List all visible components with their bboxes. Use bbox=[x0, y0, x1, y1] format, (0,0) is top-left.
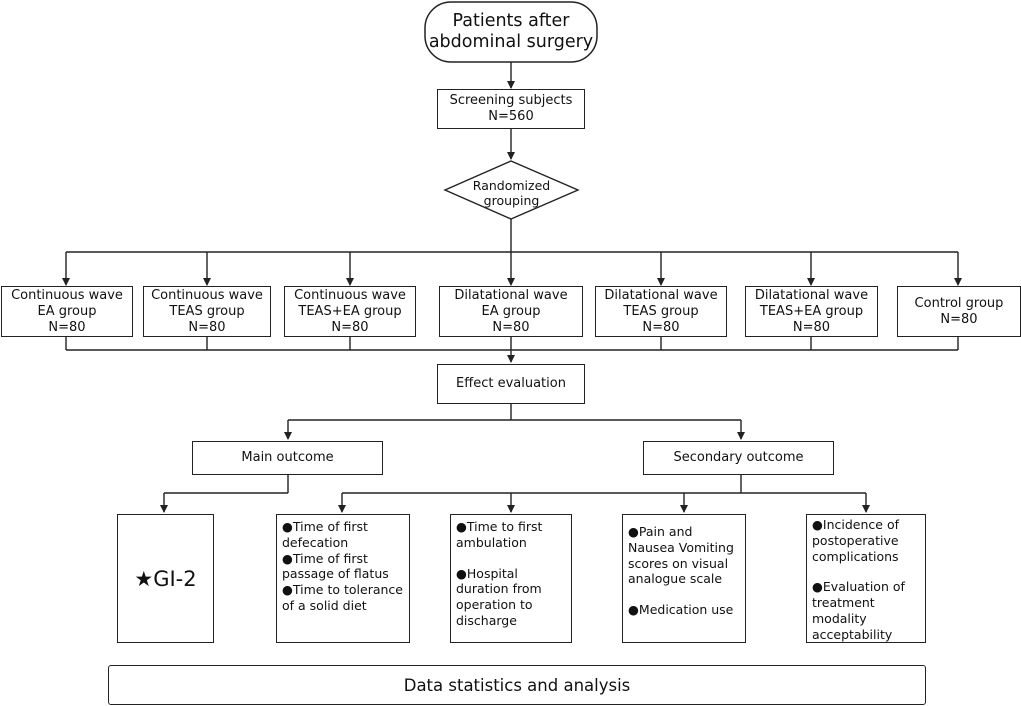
group-box-dilatational-teas-ea: Dilatational wave TEAS+EA group N=80 bbox=[745, 286, 878, 337]
group-box-continuous-teas-ea: Continuous wave TEAS+EA group N=80 bbox=[284, 286, 416, 337]
group-line1: Dilatational wave bbox=[454, 287, 568, 303]
defecation-line: defecation bbox=[282, 534, 349, 550]
gi2-label: ★GI-2 bbox=[134, 566, 197, 591]
group-line3: N=80 bbox=[492, 319, 530, 335]
pain-line: analogue scale bbox=[628, 571, 723, 587]
group-line1: Continuous wave bbox=[294, 287, 406, 303]
group-box-continuous-teas: Continuous wave TEAS group N=80 bbox=[143, 286, 271, 337]
secondary-outcome-box: Secondary outcome bbox=[643, 441, 834, 475]
randomized-line2: grouping bbox=[483, 193, 540, 208]
pain-line: ●Medication use bbox=[628, 602, 734, 618]
pain-line: scores on visual bbox=[628, 555, 729, 571]
group-box-dilatational-teas: Dilatational wave TEAS group N=80 bbox=[595, 286, 727, 337]
complications-line: ●Evaluation of bbox=[812, 579, 905, 595]
group-box-continuous-ea: Continuous wave EA group N=80 bbox=[1, 286, 133, 337]
randomized-diamond-shape bbox=[443, 160, 580, 220]
group-line1: Continuous wave bbox=[151, 287, 263, 303]
defecation-box: ●Time of first defecation ●Time of first… bbox=[276, 514, 410, 643]
data-analysis-box: Data statistics and analysis bbox=[108, 665, 926, 705]
complications-box: ●Incidence of postoperative complication… bbox=[806, 514, 926, 643]
group-line1: Control group bbox=[914, 295, 1004, 311]
pain-line: Nausea Vomiting bbox=[628, 539, 734, 555]
group-line1: Dilatational wave bbox=[604, 287, 718, 303]
group-line3: N=80 bbox=[331, 319, 369, 335]
ambulation-line: operation to bbox=[456, 597, 533, 613]
defecation-line: ●Time of first bbox=[282, 550, 368, 566]
defecation-line: ●Time of first bbox=[282, 519, 368, 534]
defecation-line: ●Time to tolerance bbox=[282, 582, 403, 598]
randomized-node: Randomized grouping bbox=[445, 177, 578, 209]
group-box-control: Control group N=80 bbox=[897, 286, 1021, 337]
defecation-line: passage of flatus bbox=[282, 566, 389, 582]
pain-box: ●Pain and Nausea Vomiting scores on visu… bbox=[622, 514, 746, 643]
group-line2: TEAS group bbox=[169, 303, 245, 319]
group-line3: N=80 bbox=[188, 319, 226, 335]
complications-line: acceptability bbox=[812, 626, 893, 642]
screening-box: Screening subjects N=560 bbox=[437, 89, 585, 129]
group-line2: TEAS+EA group bbox=[298, 303, 402, 319]
screening-line1: Screening subjects bbox=[449, 93, 573, 108]
ambulation-line: duration from bbox=[456, 581, 542, 597]
group-line2: N=80 bbox=[940, 311, 978, 327]
ambulation-line: ambulation bbox=[456, 534, 527, 550]
group-line1: Dilatational wave bbox=[754, 287, 869, 303]
randomized-line1: Randomized bbox=[472, 178, 551, 193]
group-line3: N=80 bbox=[48, 319, 86, 335]
group-line3: N=80 bbox=[792, 319, 831, 335]
start-terminal-shape bbox=[424, 1, 598, 63]
ambulation-line: ●Hospital bbox=[456, 565, 518, 581]
group-line2: TEAS+EA group bbox=[759, 303, 864, 319]
complications-line: postoperative bbox=[812, 532, 899, 548]
data-analysis-label: Data statistics and analysis bbox=[403, 675, 631, 695]
group-line1: Continuous wave bbox=[11, 287, 123, 303]
ambulation-line: discharge bbox=[456, 612, 517, 628]
group-line2: EA group bbox=[481, 303, 541, 319]
start-node: Patients after abdominal surgery bbox=[425, 2, 597, 62]
effect-evaluation-box: Effect evaluation bbox=[437, 364, 585, 404]
secondary-outcome-label: Secondary outcome bbox=[673, 450, 804, 465]
group-box-dilatational-ea: Dilatational wave EA group N=80 bbox=[439, 286, 583, 337]
group-line3: N=80 bbox=[642, 319, 680, 335]
main-outcome-label: Main outcome bbox=[241, 450, 334, 465]
complications-line: ●Incidence of bbox=[812, 517, 899, 532]
complications-line: treatment bbox=[812, 595, 875, 611]
screening-line2: N=560 bbox=[488, 109, 534, 124]
ambulation-line: ●Time to first bbox=[456, 519, 543, 534]
defecation-line: of a solid diet bbox=[282, 597, 367, 613]
start-line2: abdominal surgery bbox=[428, 32, 594, 52]
main-outcome-box: Main outcome bbox=[192, 441, 383, 475]
pain-line: ●Pain and bbox=[628, 524, 693, 539]
effect-evaluation-label: Effect evaluation bbox=[456, 376, 566, 391]
start-line1: Patients after bbox=[452, 11, 570, 31]
ambulation-box: ●Time to first ambulation ●Hospital dura… bbox=[450, 514, 572, 643]
group-line2: TEAS group bbox=[623, 303, 699, 319]
complications-line: modality bbox=[812, 610, 867, 626]
complications-line: complications bbox=[812, 548, 899, 564]
group-line2: EA group bbox=[37, 303, 97, 319]
gi2-box: ★GI-2 bbox=[117, 514, 214, 643]
